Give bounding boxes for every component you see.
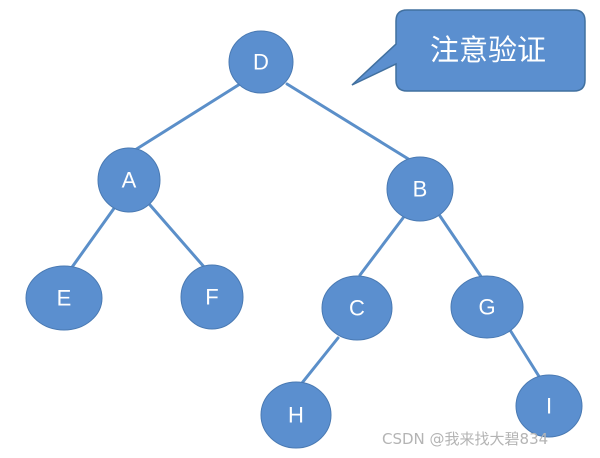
- callout-shape: [351, 9, 586, 92]
- node-c-circle: [321, 275, 393, 341]
- edge-g-i: [508, 328, 542, 380]
- tree-node-e: E: [25, 265, 103, 331]
- node-d-label: D: [253, 50, 269, 75]
- node-c-label: C: [349, 296, 365, 321]
- edge-c-h: [300, 336, 340, 385]
- node-e-circle: [25, 265, 103, 331]
- callout-text: 注意验证: [430, 33, 546, 67]
- tree-node-a: A: [97, 147, 161, 213]
- node-i-label: I: [546, 394, 552, 419]
- edge-b-g: [438, 214, 484, 280]
- tree-node-b: B: [386, 156, 454, 222]
- node-f-circle: [180, 264, 244, 330]
- tree-node-i: I: [515, 374, 583, 438]
- node-b-label: B: [413, 177, 428, 202]
- node-g-label: G: [478, 295, 495, 320]
- tree-node-d: D: [228, 30, 294, 94]
- node-b-circle: [386, 156, 454, 222]
- edge-d-b: [285, 82, 412, 162]
- callout-bubble: 注意验证: [351, 9, 586, 92]
- edge-b-c: [358, 216, 405, 277]
- edge-a-e: [68, 205, 117, 272]
- tree-edges: [68, 82, 542, 385]
- node-e-label: E: [57, 286, 72, 311]
- node-h-label: H: [288, 403, 304, 428]
- node-f-label: F: [205, 285, 218, 310]
- node-a-circle: [97, 147, 161, 213]
- tree-node-g: G: [450, 275, 524, 339]
- node-a-label: A: [122, 168, 137, 193]
- tree-node-h: H: [260, 381, 332, 449]
- watermark-text: CSDN @我来找大碧834: [382, 430, 549, 448]
- edge-d-a: [133, 82, 242, 152]
- node-d-circle: [228, 30, 294, 94]
- tree-node-f: F: [180, 264, 244, 330]
- edge-a-f: [148, 203, 207, 270]
- node-g-circle: [450, 275, 524, 339]
- node-h-circle: [260, 381, 332, 449]
- node-i-circle: [515, 374, 583, 438]
- tree-node-c: C: [321, 275, 393, 341]
